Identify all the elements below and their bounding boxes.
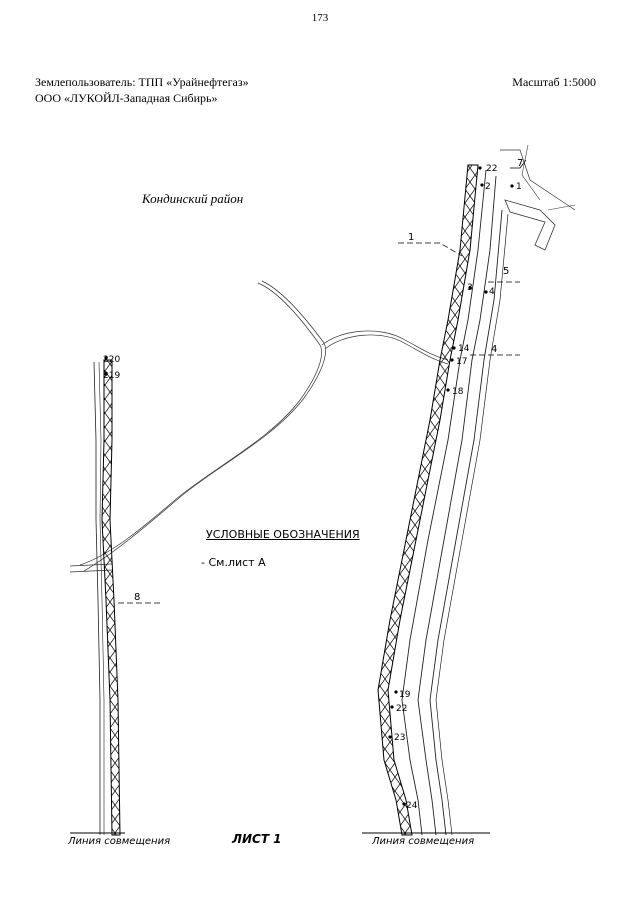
point-label: 22	[486, 164, 497, 174]
callout-leaders	[118, 159, 527, 604]
page-number: 173	[311, 12, 329, 24]
legend-title: УСЛОВНЫЕ ОБОЗНАЧЕНИЯ	[206, 528, 360, 541]
legend-item: - См.лист А	[201, 556, 266, 569]
callout-labels: 1 5 4 7 8	[134, 158, 523, 603]
company-label: ООО «ЛУКОЙЛ-Западная Сибирь»	[35, 91, 218, 105]
callout-4: 4	[491, 344, 497, 355]
survey-markers	[104, 166, 514, 806]
callout-5: 5	[503, 266, 509, 277]
point-label: 1	[516, 182, 522, 192]
land-user-label: Землепользователь: ТПП «Урайнефтегаз»	[35, 75, 249, 89]
callout-1: 1	[408, 232, 414, 243]
point-label: 2	[485, 182, 491, 192]
point-label: 3	[467, 283, 473, 293]
point-labels-left: 220 219	[103, 355, 120, 381]
point-label: 18	[452, 387, 464, 397]
point-label: 4	[489, 287, 495, 297]
point-label: 220	[103, 355, 120, 365]
left-corridor	[70, 359, 125, 836]
point-label: 17	[456, 357, 467, 367]
right-corridor	[362, 144, 576, 836]
point-label: 22	[396, 704, 407, 714]
point-labels-right: 22 2 1 3 4 14 17 18 19 22 23 24	[394, 164, 522, 811]
match-line-left-label: Линия совмещения	[68, 836, 171, 847]
callout-8: 8	[134, 592, 140, 603]
match-line-right-label: Линия совмещения	[372, 836, 475, 847]
point-label: 19	[399, 690, 411, 700]
point-label: 24	[406, 801, 418, 811]
district-label: Кондинский район	[142, 191, 244, 206]
callout-7: 7	[517, 158, 523, 169]
point-label: 219	[103, 371, 120, 381]
point-label: 23	[394, 733, 405, 743]
road-track	[69, 280, 449, 573]
point-label: 14	[458, 344, 470, 354]
sheet-label: ЛИСТ 1	[232, 832, 282, 846]
scale-label: Масштаб 1:5000	[512, 75, 596, 89]
